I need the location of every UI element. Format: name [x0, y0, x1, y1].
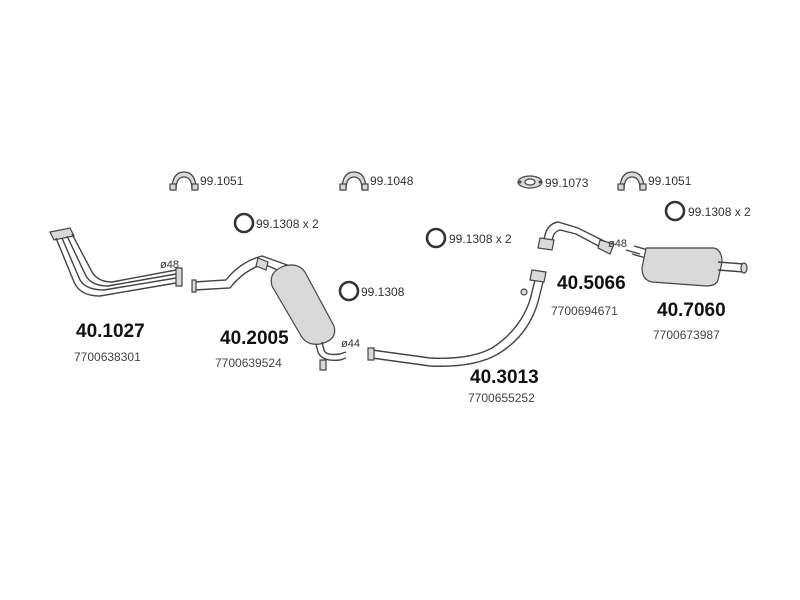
flange-gasket-label: 99.1073: [545, 176, 589, 190]
oem-number: 7700655252: [468, 391, 535, 405]
part-code: 40.1027: [76, 321, 145, 342]
part-40-7060-drawing: [625, 245, 748, 287]
clamp-label: 99.1051: [200, 174, 244, 188]
diameter-label: ø48: [160, 259, 179, 271]
part-code: 40.3013: [470, 367, 539, 388]
ring-label: 99.1308 x 2: [688, 205, 751, 219]
sealing-ring-icon: [664, 200, 686, 222]
flange-gasket-icon: [517, 175, 543, 189]
clamp-icon: [339, 171, 369, 191]
part-code: 40.7060: [657, 300, 726, 321]
part-code: 40.5066: [557, 273, 626, 294]
clamp-icon: [617, 171, 647, 191]
part-40-1027-drawing: [49, 227, 183, 297]
sealing-ring-icon: [338, 280, 360, 302]
part-40-5066-drawing: [537, 221, 615, 255]
clamp-label: 99.1051: [648, 174, 692, 188]
oem-number: 7700638301: [74, 350, 141, 364]
ring-label: 99.1308 x 2: [256, 217, 319, 231]
part-40-2005-drawing: [191, 255, 347, 371]
sealing-ring-icon: [233, 212, 255, 234]
ring-label: 99.1308 x 2: [449, 232, 512, 246]
ring-label: 99.1308: [361, 285, 405, 299]
diameter-label: ø48: [608, 238, 627, 250]
part-40-3013-drawing: [367, 269, 547, 367]
oem-number: 7700639524: [215, 356, 282, 370]
diameter-label: ø44: [341, 338, 360, 350]
oem-number: 7700673987: [653, 328, 720, 342]
oem-number: 7700694671: [551, 304, 618, 318]
clamp-icon: [169, 171, 199, 191]
part-code: 40.2005: [220, 328, 289, 349]
sealing-ring-icon: [425, 227, 447, 249]
clamp-label: 99.1048: [370, 174, 414, 188]
